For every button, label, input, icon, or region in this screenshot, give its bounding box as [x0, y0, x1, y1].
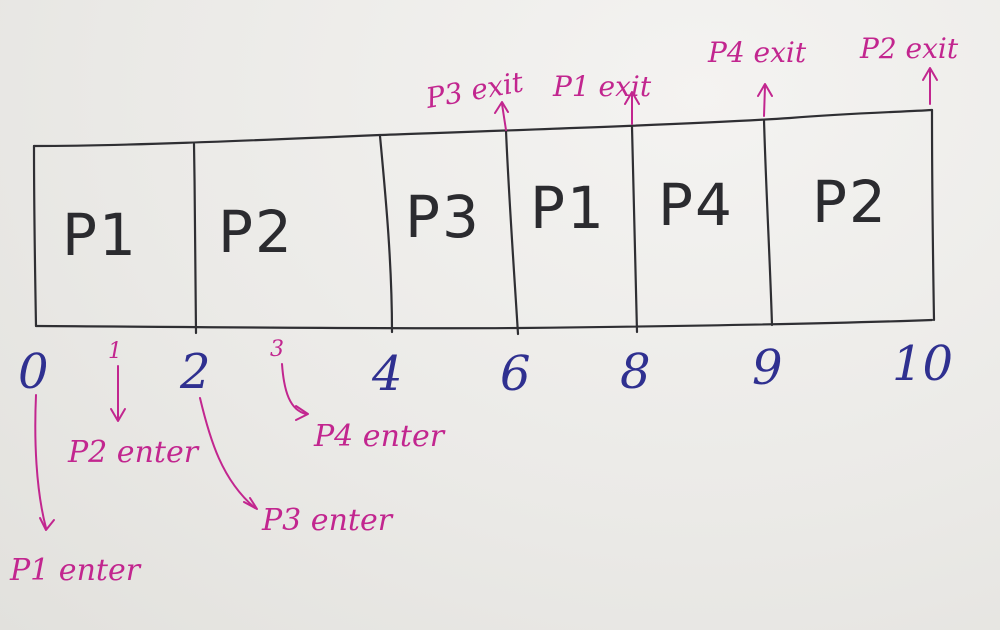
- time-axis: 0 2 4 6 8 9 10: [18, 336, 953, 402]
- slot-label-2: P2: [218, 198, 294, 266]
- event-p4-enter: P4 enter: [313, 419, 446, 454]
- arrival-tick-3: 3: [270, 337, 284, 362]
- time-mark-10: 10: [892, 336, 953, 392]
- gantt-box: [32, 108, 936, 330]
- event-p2-enter: P2 enter: [67, 435, 200, 470]
- time-mark-0: 0: [18, 344, 49, 400]
- arrow-p4-enter: [281, 363, 307, 415]
- arrow-p3-exit: [501, 103, 507, 131]
- event-p1-exit: P1 exit: [552, 70, 652, 103]
- arrow-p4-exit: [763, 85, 766, 117]
- slot-label-5: P4: [658, 171, 734, 239]
- event-p3-enter: P3 enter: [261, 503, 394, 538]
- arrow-p1-enter: [34, 394, 47, 529]
- time-mark-6: 6: [500, 346, 531, 402]
- slot-label-4: P1: [530, 174, 606, 242]
- exit-arrows: [494, 67, 938, 131]
- arrow-p3-enter: [199, 397, 256, 509]
- slot-label-6: P2: [812, 168, 888, 236]
- event-p4-exit: P4 exit: [707, 36, 807, 69]
- time-mark-9: 9: [752, 340, 783, 396]
- event-p3-exit: P3 exit: [423, 65, 527, 115]
- event-p1-enter: P1 enter: [9, 553, 142, 588]
- event-p2-exit: P2 exit: [859, 32, 959, 65]
- slot-label-3: P3: [405, 183, 481, 251]
- arrival-tick-1: 1: [108, 339, 122, 364]
- slot-label-1: P1: [62, 201, 138, 269]
- time-mark-4: 4: [371, 346, 403, 402]
- slot-dividers: [192, 118, 774, 336]
- arrival-arrows: [34, 363, 309, 531]
- time-mark-2: 2: [179, 344, 211, 400]
- time-mark-8: 8: [620, 344, 651, 400]
